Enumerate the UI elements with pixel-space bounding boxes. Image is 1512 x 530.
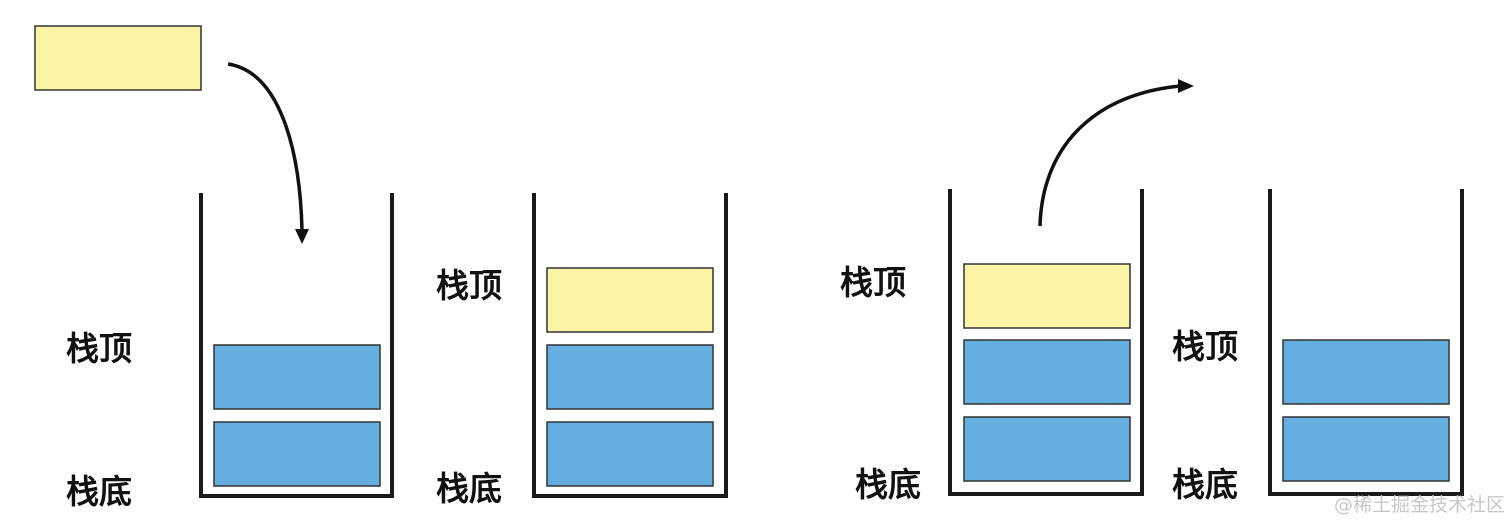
stack-block-2-pushed bbox=[546, 267, 714, 333]
stack-block-3-top bbox=[963, 263, 1131, 329]
incoming-block bbox=[34, 25, 202, 91]
stack-3-top-label: 栈顶 bbox=[840, 263, 906, 302]
stack-block-1-top bbox=[213, 344, 381, 410]
stack-container-3 bbox=[948, 189, 1144, 496]
stack-container-1 bbox=[199, 193, 394, 498]
pop-arrow bbox=[1038, 84, 1181, 227]
stack-3-bottom-label: 栈底 bbox=[855, 465, 921, 504]
stack-2-top-label: 栈顶 bbox=[436, 266, 502, 305]
stack-block-3-bottom bbox=[963, 416, 1131, 482]
stack-container-2 bbox=[532, 193, 728, 498]
stack-block-1-bottom bbox=[213, 421, 381, 487]
stack-block-4-top bbox=[1282, 339, 1450, 405]
push-arrow bbox=[227, 62, 304, 231]
stack-1-bottom-label: 栈底 bbox=[66, 472, 132, 511]
push-arrowhead bbox=[295, 229, 309, 244]
stack-block-4-bottom bbox=[1282, 416, 1450, 482]
pop-arrowhead bbox=[1178, 79, 1194, 93]
stack-container-4 bbox=[1268, 189, 1464, 496]
stack-2-bottom-label: 栈底 bbox=[436, 469, 502, 508]
stack-block-2-middle bbox=[546, 344, 714, 410]
stack-4-bottom-label: 栈底 bbox=[1172, 465, 1238, 504]
watermark: @稀土掘金技术社区 bbox=[1334, 494, 1506, 516]
stack-block-3-middle bbox=[963, 339, 1131, 405]
stack-block-2-bottom bbox=[546, 421, 714, 487]
stack-1-top-label: 栈顶 bbox=[66, 329, 132, 368]
stack-4-top-label: 栈顶 bbox=[1172, 327, 1238, 366]
